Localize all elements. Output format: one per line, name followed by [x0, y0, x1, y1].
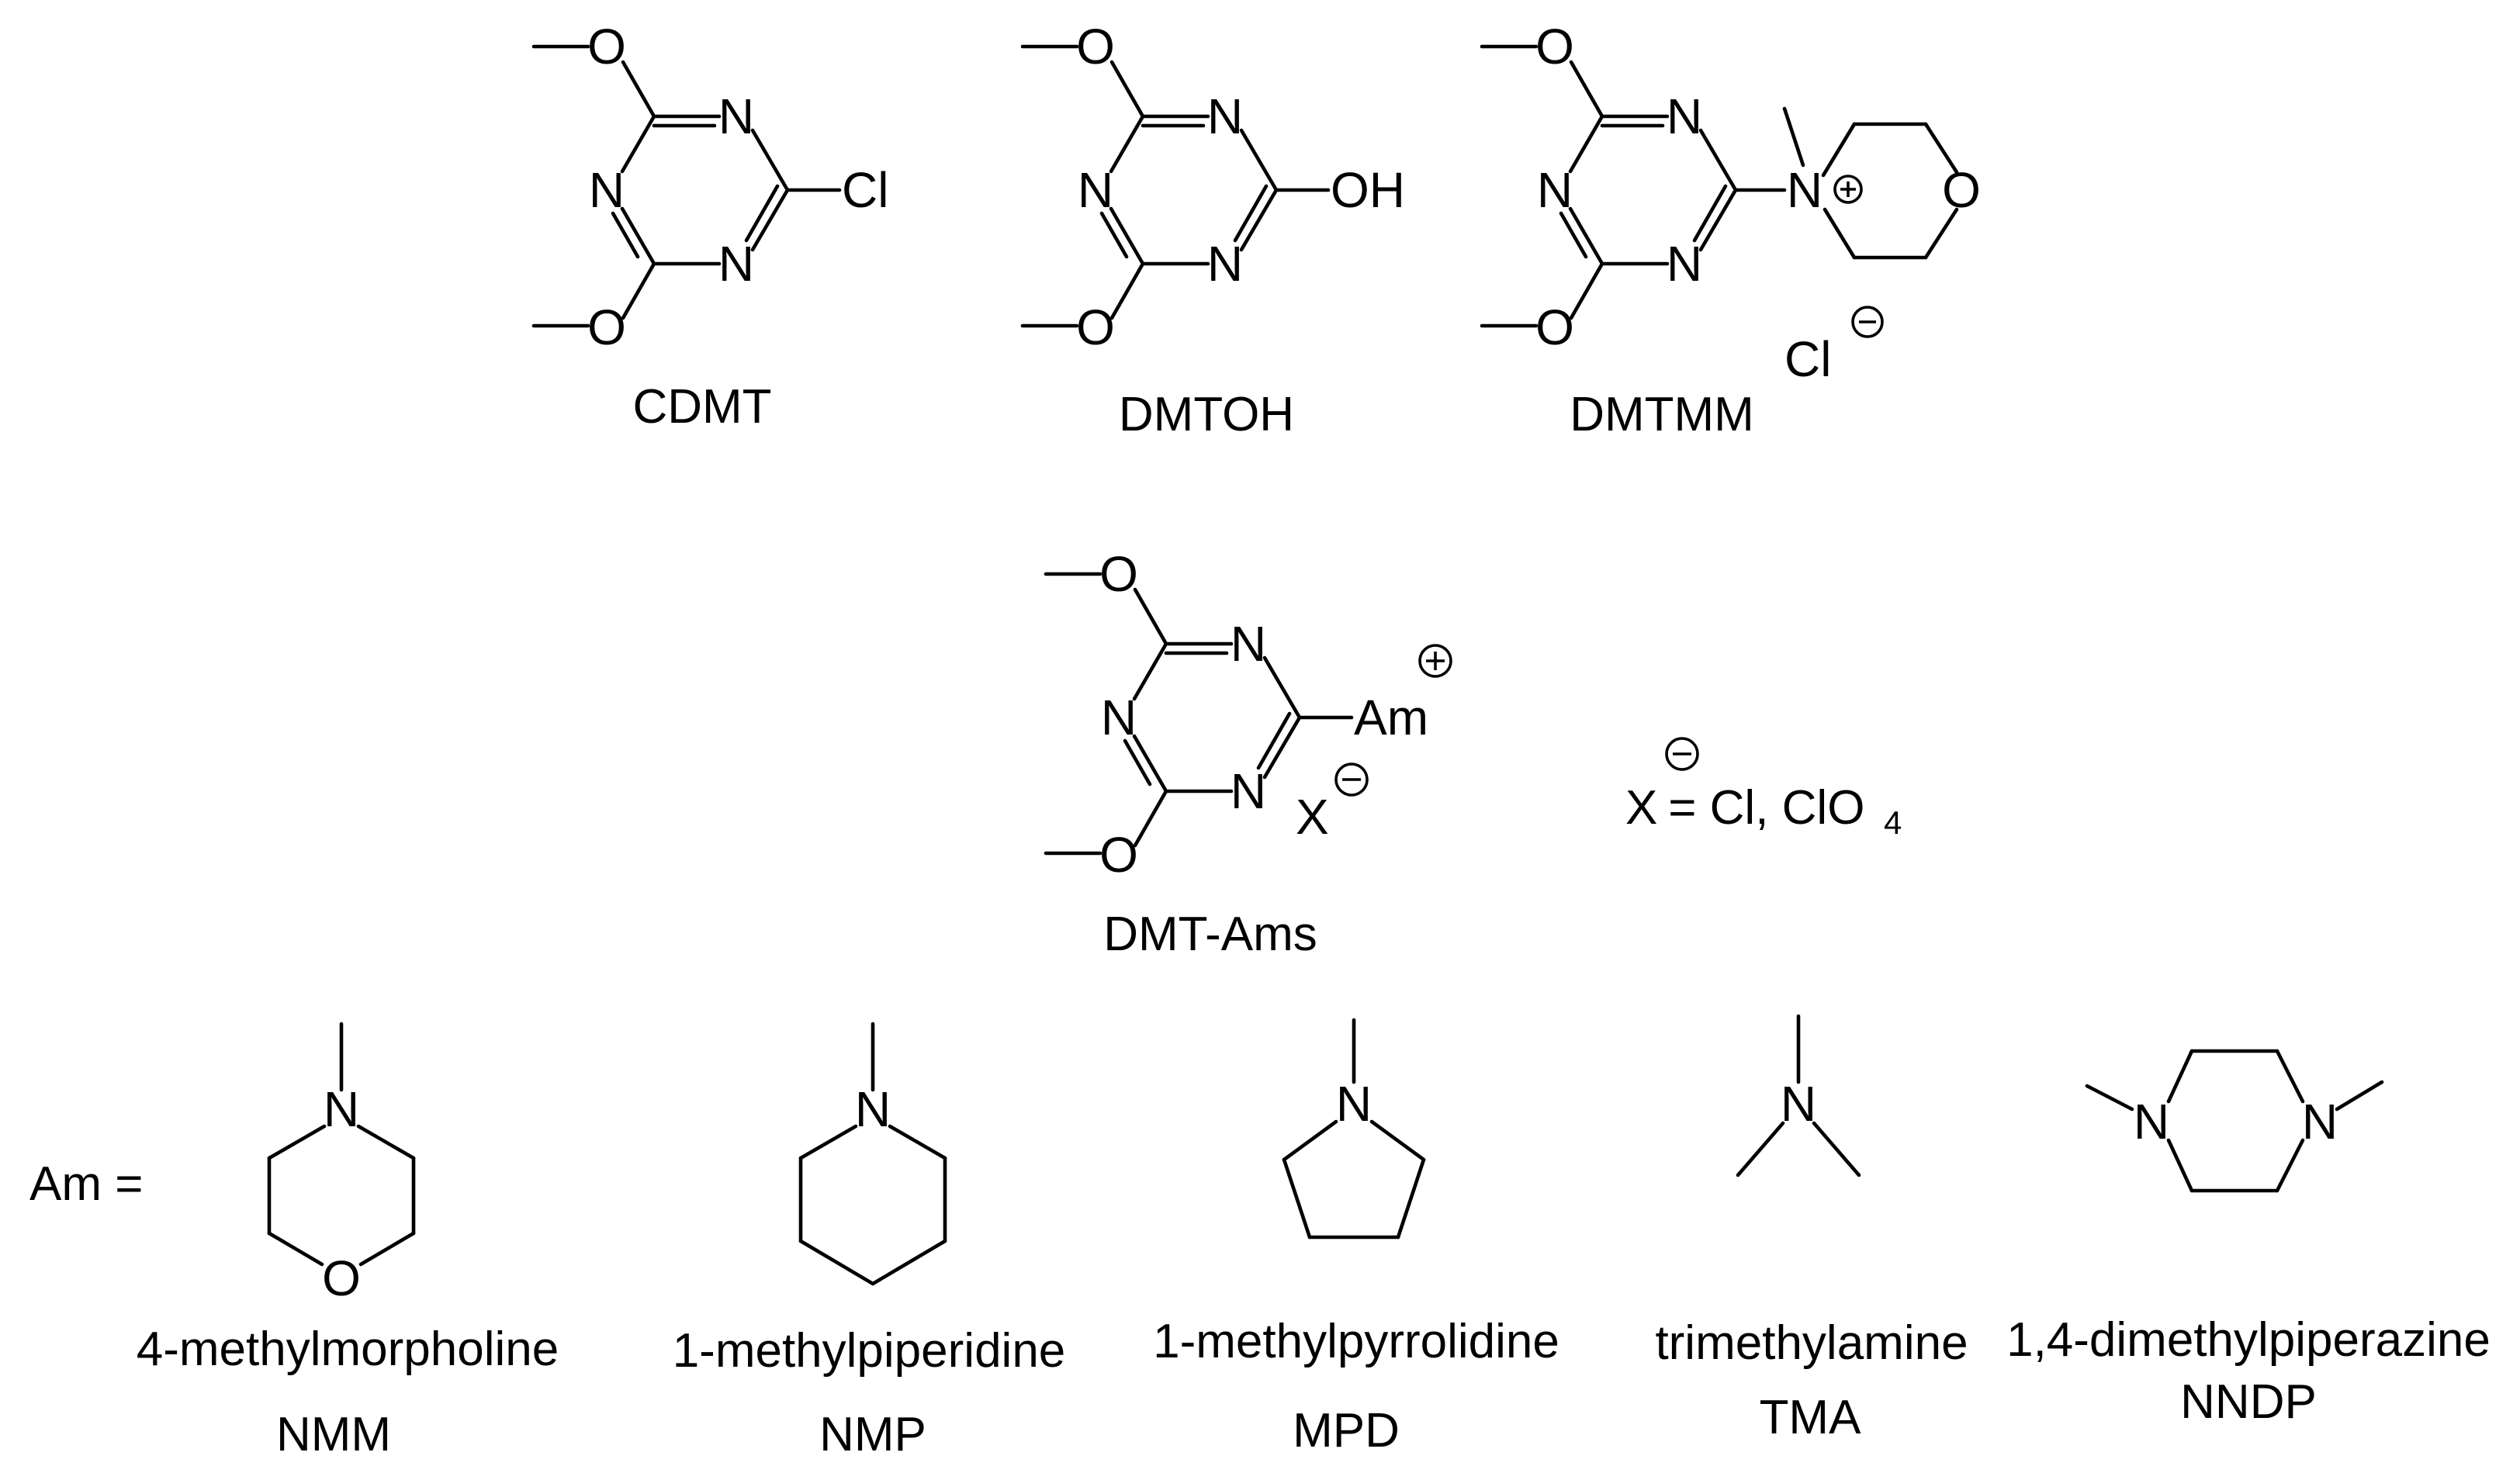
nmp-abbreviation: NMP — [819, 1408, 926, 1461]
nndp-name: 1,4-dimethylpiperazine — [2006, 1313, 2491, 1367]
nndp-nitrogen-4: N — [2302, 1094, 2338, 1150]
cdmt-nitrogen-2: N — [589, 162, 625, 218]
dmtmm-ammonium-nitrogen: N — [1787, 162, 1822, 218]
nmm-name: 4-methylmorpholine — [137, 1323, 559, 1376]
mpd-name: 1-methylpyrrolidine — [1153, 1315, 1559, 1368]
dmt-ams-counterion: X — [1296, 789, 1329, 845]
tma-nitrogen: N — [1781, 1076, 1816, 1132]
cdmt-oxygen-top: O — [587, 19, 626, 74]
nmm-oxygen: O — [322, 1250, 361, 1306]
dmtmm-label: DMTMM — [1570, 388, 1754, 441]
dmt-ams-amine-group: Am — [1354, 690, 1428, 745]
dmt-ams-nitrogen-2: N — [1101, 690, 1137, 745]
cdmt-oxygen-bottom: O — [587, 299, 626, 355]
dmtoh-structure: O N N N O OH DMTOH — [1020, 19, 1405, 441]
minus-charge-icon — [1851, 306, 1884, 338]
tma-structure: N trimethylamine TMA — [1655, 1014, 1968, 1444]
dmtmm-ring-oxygen: O — [1942, 162, 1981, 218]
minus-charge-icon — [1334, 762, 1369, 797]
cdmt-chlorine: Cl — [842, 162, 888, 218]
nmm-abbreviation: NMM — [276, 1408, 391, 1461]
dmtmm-structure: O N N N O N O Cl DMTMM — [1480, 19, 1981, 441]
dmtoh-oxygen-top: O — [1076, 19, 1115, 74]
tma-name: trimethylamine — [1655, 1316, 1968, 1370]
dmtoh-nitrogen-2: N — [1078, 162, 1113, 218]
dmt-ams-oxygen-bottom: O — [1099, 827, 1138, 883]
nmm-structure: N O 4-methylmorpholine NMM — [137, 1022, 559, 1461]
nmm-nitrogen: N — [324, 1081, 359, 1137]
nmp-name: 1-methylpiperidine — [673, 1324, 1066, 1378]
plus-charge-icon — [1833, 175, 1863, 204]
anion-subscript: 4 — [1884, 804, 1902, 841]
dmtoh-label: DMTOH — [1119, 388, 1294, 441]
dmtmm-oxygen-top: O — [1535, 19, 1574, 74]
dmt-ams-oxygen-top: O — [1099, 546, 1138, 602]
anion-symbol: X — [1625, 781, 1657, 835]
nndp-abbreviation: NNDP — [2180, 1375, 2317, 1429]
am-prefix: Am = — [29, 1157, 143, 1211]
dmt-ams-nitrogen-1: N — [1231, 616, 1266, 672]
dmtmm-nitrogen-1: N — [1667, 88, 1702, 144]
dmtoh-oxygen-bottom: O — [1076, 299, 1115, 355]
cdmt-structure: O N N N O Cl CDMT — [531, 19, 888, 434]
dmt-ams-nitrogen-3: N — [1231, 763, 1266, 819]
dmt-ams-label: DMT-Ams — [1103, 908, 1317, 961]
dmtmm-chloride: Cl — [1784, 331, 1831, 387]
dmtmm-nitrogen-3: N — [1667, 236, 1702, 292]
plus-charge-icon — [1418, 644, 1452, 678]
dmtmm-nitrogen-2: N — [1537, 162, 1573, 218]
dmt-ams-structure: O N N N O Am X DMT-Ams — [1044, 546, 1452, 961]
cdmt-nitrogen-1: N — [718, 88, 754, 144]
dmtoh-nitrogen-1: N — [1207, 88, 1243, 144]
cdmt-label: CDMT — [632, 380, 771, 434]
mpd-abbreviation: MPD — [1293, 1404, 1400, 1457]
anion-definition: X = Cl, ClO 4 — [1625, 737, 1902, 841]
cdmt-nitrogen-3: N — [718, 236, 754, 292]
nndp-nitrogen-1: N — [2134, 1094, 2169, 1150]
dmtoh-hydroxyl: OH — [1331, 162, 1405, 218]
tma-abbreviation: TMA — [1760, 1391, 1862, 1444]
mpd-structure: N 1-methylpyrrolidine MPD — [1153, 1018, 1559, 1457]
dmtoh-nitrogen-3: N — [1207, 236, 1243, 292]
anion-definition-text: = Cl, ClO — [1655, 781, 1864, 835]
nmp-nitrogen: N — [855, 1081, 891, 1137]
minus-charge-icon — [1665, 737, 1699, 771]
nmp-structure: N 1-methylpiperidine NMP — [673, 1022, 1066, 1461]
dmtmm-oxygen-bottom: O — [1535, 299, 1574, 355]
nndp-structure: N N 1,4-dimethylpiperazine NNDP — [2006, 1049, 2491, 1429]
mpd-nitrogen: N — [1336, 1076, 1372, 1132]
